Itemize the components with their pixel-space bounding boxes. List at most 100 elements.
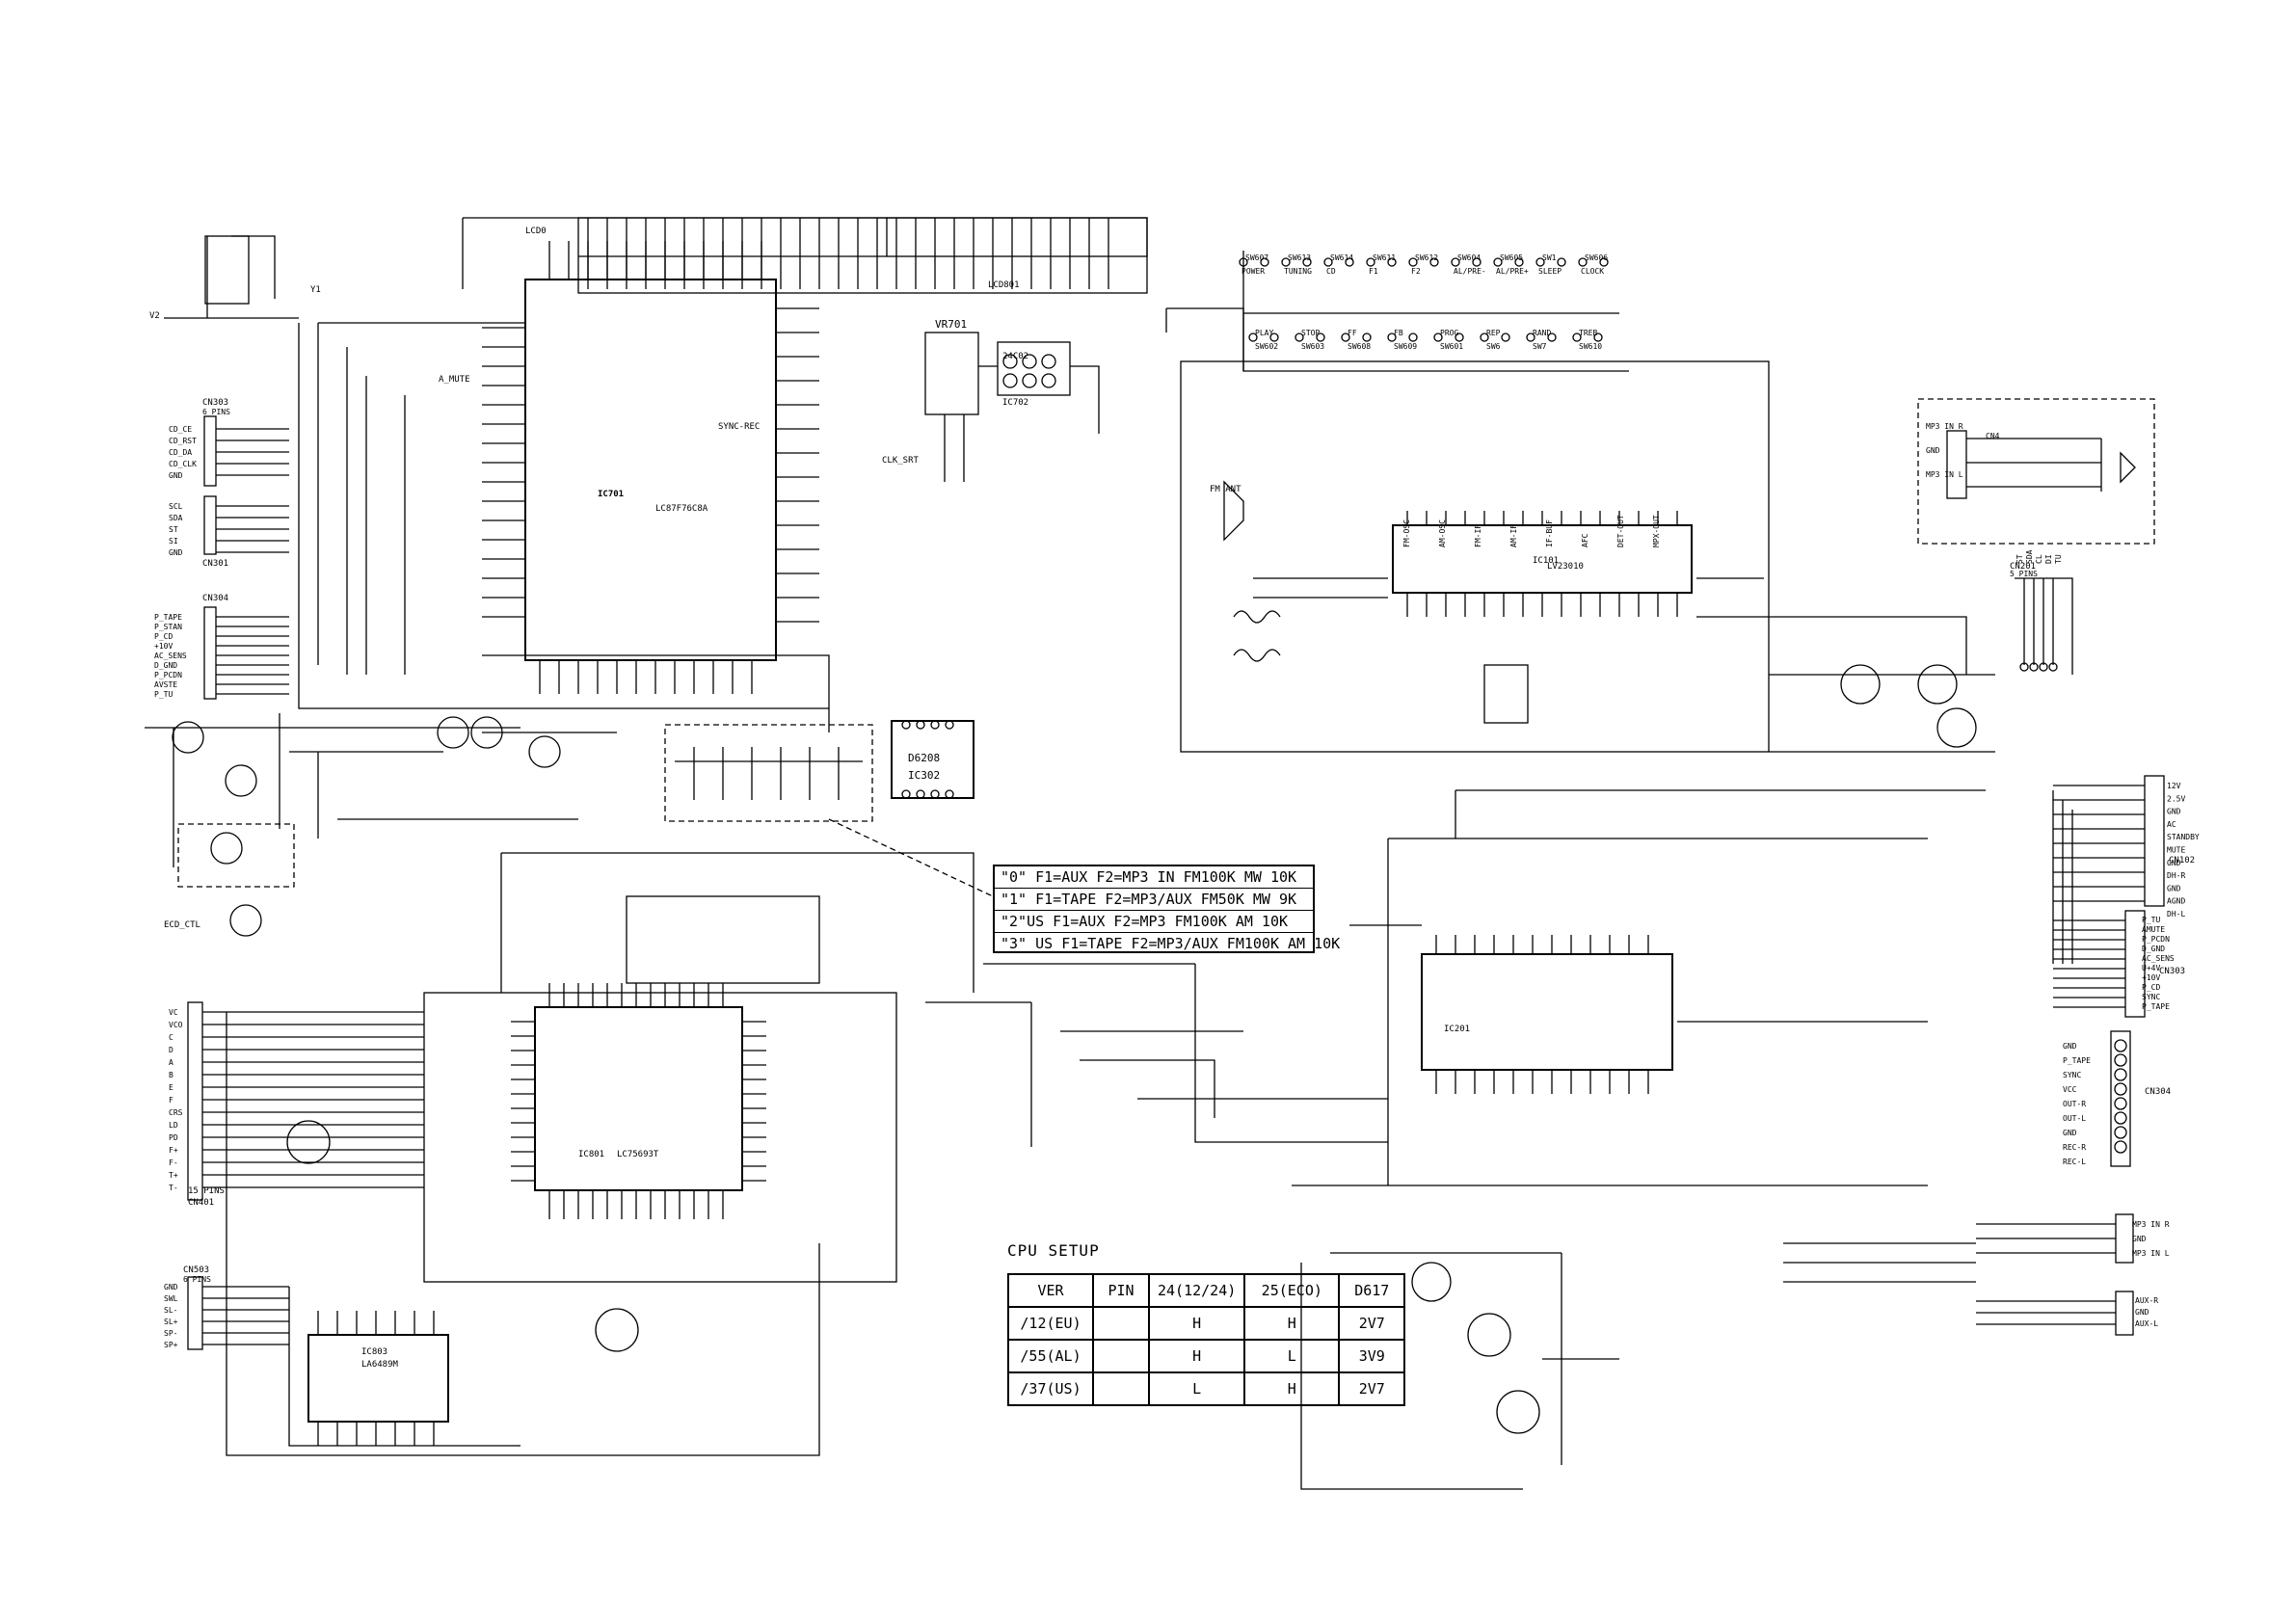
switch-label: FB	[1394, 329, 1403, 337]
switch-contact	[1362, 333, 1372, 342]
cn201-pin: ST	[2016, 554, 2024, 564]
switch-label: F1	[1369, 267, 1378, 276]
switch-contact	[1429, 257, 1439, 267]
cn503-pin: SP+	[164, 1341, 178, 1349]
switch-contact	[1578, 257, 1588, 267]
ecd-ctl-label: ECD_CTL	[164, 920, 200, 930]
cn303b-pin: +10V	[2142, 973, 2160, 982]
cell: H	[1147, 1339, 1246, 1373]
switch-ref: SW602	[1255, 342, 1278, 351]
switch-ref: SW613	[1288, 253, 1311, 262]
switch-ref: SW611	[1373, 253, 1396, 262]
ic101-pin-name: DET-OUT	[1616, 515, 1625, 547]
switch-label: F2	[1411, 267, 1421, 276]
switch-contact	[1345, 257, 1354, 267]
cn303-pin: CD_CLK	[169, 460, 197, 468]
switch-contact	[1433, 333, 1443, 342]
cn102-pin: GND	[2167, 859, 2181, 867]
cn401-pin: T-	[169, 1184, 178, 1192]
switch-contact	[1526, 333, 1535, 342]
cell: /12(EU)	[1007, 1306, 1094, 1341]
y1-label: Y1	[310, 285, 321, 295]
switch-ref: SW608	[1348, 342, 1371, 351]
cell: /37(US)	[1007, 1371, 1094, 1406]
switch-label: POWER	[1241, 267, 1265, 276]
ic101-pin-name: AM-OSC	[1438, 519, 1447, 547]
switch-contact	[1323, 257, 1333, 267]
cn303-pin: GND	[169, 471, 183, 480]
cn401-pin: D	[169, 1046, 174, 1054]
cn102-pin: DH-L	[2167, 910, 2185, 918]
mp3-in-pin: MP3 IN R	[2132, 1220, 2170, 1229]
switch-contact	[1535, 257, 1545, 267]
cn401-pin: T+	[169, 1171, 178, 1180]
cn303-pins: 6 PINS	[202, 408, 230, 416]
switch-label: AL/PRE-	[1454, 267, 1486, 276]
cn102-pin: AC	[2167, 820, 2176, 829]
config-line: "1" F1=TAPE F2=MP3/AUX FM50K MW 9K	[995, 889, 1313, 911]
ic101-pin-name: FM-IF	[1474, 524, 1482, 547]
left-connectors	[203, 415, 289, 700]
cn303b-ref: CN303	[2159, 967, 2185, 976]
cn102-pin: DH-R	[2167, 871, 2185, 880]
ic302-part: D6208	[908, 752, 940, 764]
ic101-ref: IC101	[1533, 556, 1559, 566]
cn304-pin: P_CD	[154, 632, 173, 641]
cn304-pin: +10V	[154, 642, 173, 651]
cn304-pin: AC_SENS	[154, 652, 187, 660]
switch-contact	[1480, 333, 1489, 342]
cn304-pin: D_GND	[154, 661, 177, 670]
switch-contact	[1281, 257, 1291, 267]
cn304b-pin: GND	[2063, 1129, 2077, 1137]
cn503-pin: SWL	[164, 1294, 178, 1303]
ic101-pin-name: FM-OSC	[1402, 519, 1411, 547]
cn4-pin: MP3 IN R	[1926, 422, 1963, 431]
ic801-part: LC75693T	[617, 1150, 659, 1159]
cn304-pin: AVSTE	[154, 680, 177, 689]
cn201-pin: DI	[2044, 554, 2053, 564]
cn201-ref: CN201	[2010, 562, 2036, 572]
switch-label: AL/PRE+	[1496, 267, 1529, 276]
switch-label: STOP	[1301, 329, 1320, 337]
switch-contact	[1408, 333, 1418, 342]
ic801-ref: IC801	[578, 1150, 604, 1159]
cell: L	[1243, 1339, 1341, 1373]
switch-contact	[1316, 333, 1325, 342]
cn102-pin: 12V	[2167, 782, 2181, 790]
cn401-ref: CN401	[188, 1198, 214, 1208]
switch-contact	[1366, 257, 1375, 267]
cell: H	[1147, 1306, 1246, 1341]
header-25: 25(ECO)	[1243, 1273, 1341, 1308]
switch-ref: SW7	[1533, 342, 1547, 351]
cn401-pin: VCO	[169, 1021, 183, 1029]
cn301-pin: SDA	[169, 514, 183, 522]
ic701-ref: IC701	[598, 490, 624, 499]
switch-contact	[1408, 257, 1418, 267]
switch-contact	[1472, 257, 1482, 267]
cn201-pin: CL	[2035, 554, 2043, 564]
ic801	[423, 852, 974, 1283]
switch-contact	[1451, 257, 1460, 267]
fm-ant-label: FM ANT	[1210, 485, 1241, 494]
cn303b-pin: U+4V	[2142, 964, 2160, 972]
cn401-pin: F+	[169, 1146, 178, 1155]
ic201-ref: IC201	[1444, 1025, 1470, 1034]
cn304-pin: P_TU	[154, 690, 173, 699]
cn301-pin: SCL	[169, 502, 183, 511]
switch-contact	[1455, 333, 1464, 342]
cn201-pin: SDA	[2025, 549, 2034, 564]
switch-label: CLOCK	[1581, 267, 1604, 276]
cn304-pin: P_STAN	[154, 623, 182, 631]
cell	[1092, 1339, 1150, 1373]
cn401-pin: A	[169, 1058, 174, 1067]
cell: H	[1243, 1371, 1341, 1406]
switch-contact	[1302, 257, 1312, 267]
switch-contact	[1572, 333, 1582, 342]
cn303b-pin: P_TU	[2142, 916, 2160, 924]
sync-rec-label: SYNC-REC	[718, 422, 760, 432]
cn503-pin: SP-	[164, 1329, 177, 1338]
cn303b-pin: AMUTE	[2142, 925, 2165, 934]
config-line: "0" F1=AUX F2=MP3 IN FM100K MW 10K	[995, 866, 1313, 889]
cell: 2V7	[1338, 1306, 1406, 1341]
